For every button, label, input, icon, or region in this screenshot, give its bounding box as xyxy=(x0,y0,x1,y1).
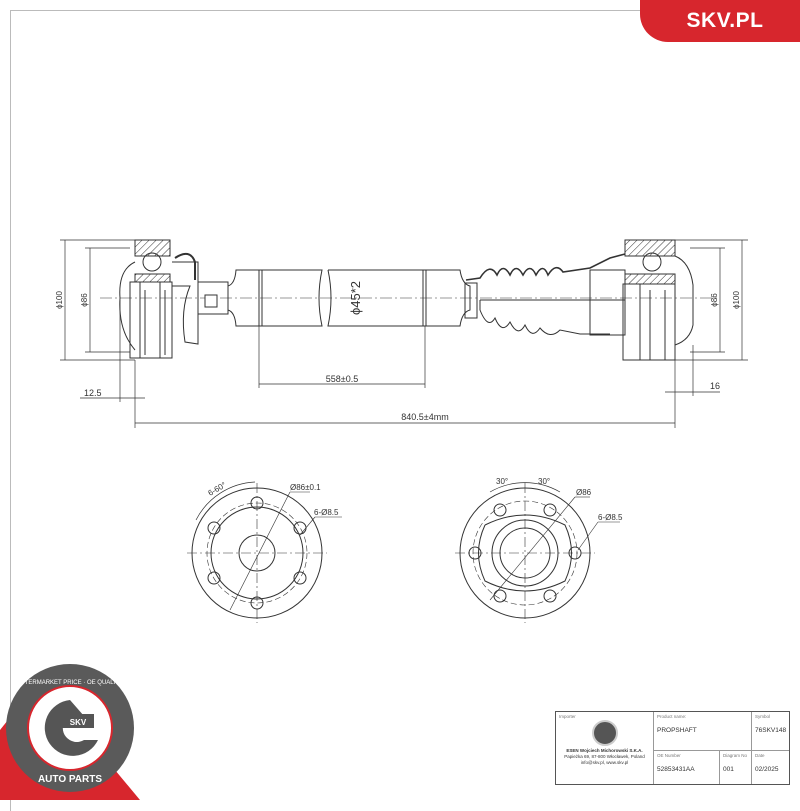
dim-right-offset: 16 xyxy=(710,381,720,391)
date-value: 02/2025 xyxy=(755,766,779,773)
product-name-cell: Product name: PROPSHAFT xyxy=(653,712,751,750)
importer-logo xyxy=(591,720,618,746)
symbol-label: Symbol xyxy=(755,714,771,719)
drawing-frame xyxy=(10,10,800,811)
right-bolt-circle-label: Ø86 xyxy=(576,488,592,497)
left-bolt-circle-label: Ø86±0.1 xyxy=(290,483,321,492)
dim-left-offset: 12.5 xyxy=(84,388,102,398)
dim-right-outer-diameter: ϕ100 xyxy=(732,291,741,309)
left-holes-label: 6-Ø8.5 xyxy=(314,508,339,517)
date-label: Date xyxy=(755,753,765,758)
left-cv-joint xyxy=(119,239,229,359)
dim-right-bolt-circle: ϕ86 xyxy=(710,293,719,307)
symbol-cell: Symbol 76SKV148 xyxy=(751,712,789,750)
dimension-lines xyxy=(60,239,748,428)
oe-number-value: 52853431AA xyxy=(657,766,695,773)
importer-address: Papieżka 69, 87-800 Włocławek, Poland xyxy=(564,754,645,759)
right-angle-left-label: 30° xyxy=(496,477,508,486)
importer-contact: info@skv.pl, www.skv.pl xyxy=(580,760,629,765)
shaft-tube xyxy=(227,269,471,327)
oe-number-cell: OE Number 52853431AA xyxy=(653,750,719,784)
diagram-no-value: 001 xyxy=(723,766,734,773)
left-flange-view xyxy=(187,481,342,623)
right-boot xyxy=(464,253,626,336)
brand-logo: SKV.PL xyxy=(640,0,800,42)
importer-name: ESEN Wojciech Michorowski S.K.A. xyxy=(566,748,643,753)
date-cell: Date 02/2025 xyxy=(751,750,789,784)
product-name-label: Product name: xyxy=(657,714,687,719)
skv-badge: SKV AFTERMARKET PRICE · OE QUALITY AUTO … xyxy=(0,664,140,800)
badge-center-text: SKV xyxy=(70,718,87,727)
title-block: Importer ESEN Wojciech Michorowski S.K.A… xyxy=(555,711,790,785)
product-name-value: PROPSHAFT xyxy=(657,727,697,734)
dim-tube-length: 558±0.5 xyxy=(326,374,358,384)
right-holes-label: 6-Ø8.5 xyxy=(598,513,623,522)
symbol-value: 76SKV148 xyxy=(755,727,787,734)
badge-bottom-text: AUTO PARTS xyxy=(38,774,102,785)
right-cv-joint xyxy=(622,239,694,361)
oe-number-label: OE Number xyxy=(657,753,681,758)
dim-tube-diameter: ϕ45*2 xyxy=(348,281,363,315)
badge-top-text: AFTERMARKET PRICE · OE QUALITY xyxy=(17,680,123,686)
dim-total-length: 840.5±4mm xyxy=(401,412,448,422)
dim-left-outer-diameter: ϕ100 xyxy=(55,291,64,309)
importer-label: Importer xyxy=(559,714,576,719)
importer-cell: Importer ESEN Wojciech Michorowski S.K.A… xyxy=(556,712,653,784)
dim-left-bolt-circle: ϕ86 xyxy=(80,293,89,307)
diagram-no-cell: Diagram No 001 xyxy=(719,750,751,784)
right-flange-view xyxy=(455,482,620,623)
right-angle-right-label: 30° xyxy=(538,477,550,486)
diagram-no-label: Diagram No xyxy=(723,753,748,758)
